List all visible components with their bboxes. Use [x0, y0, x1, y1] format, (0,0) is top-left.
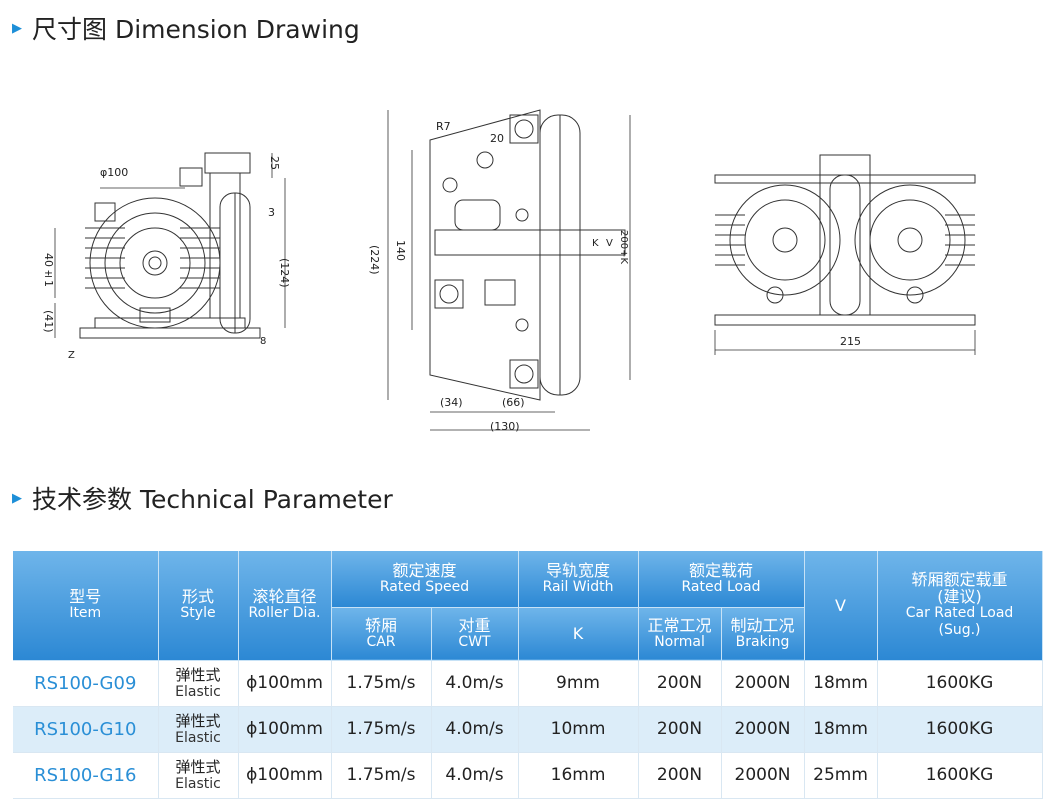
dim-66: (66): [502, 396, 525, 409]
cell-model: RS100-G10: [13, 706, 159, 753]
triangle-marker-icon: ▶: [12, 490, 22, 506]
cell-car-speed: 1.75m/s: [331, 660, 432, 707]
dim-k: K: [592, 238, 599, 249]
header-k: K: [518, 607, 639, 661]
dimension-drawing-side-view: φ100 25 3 (124) 40±1 (41) 8 Z: [40, 138, 291, 368]
dim-3: 3: [268, 206, 275, 219]
technical-parameter-table: 型号 Item 形式 Style 滚轮直径 Roller Dia. 额定速度 R…: [13, 551, 1043, 799]
header-item: 型号 Item: [13, 551, 159, 661]
section-title-text: 尺寸图 Dimension Drawing: [32, 15, 360, 44]
header-car: 轿厢 CAR: [331, 607, 432, 661]
cell-model: RS100-G09: [13, 660, 159, 707]
dimension-drawing-rear-view: 215: [705, 145, 985, 360]
dim-z: Z: [68, 350, 75, 361]
header-v: V: [804, 551, 878, 661]
cell-car-rated-load: 1600KG: [877, 660, 1043, 707]
dim-224: (224): [368, 245, 381, 275]
cell-rail-width: 10mm: [518, 706, 639, 753]
section-title-technical: ▶ 技术参数 Technical Parameter: [12, 480, 393, 516]
dim-20: 20: [490, 132, 504, 145]
dim-40: 40±1: [42, 253, 55, 287]
cell-roller: ϕ100mm: [238, 660, 332, 707]
roller-diameter-label: φ100: [100, 166, 129, 179]
cell-model: RS100-G16: [13, 752, 159, 799]
dim-v: V: [606, 238, 613, 249]
header-car-rated-load: 轿厢额定载重 (建议) Car Rated Load (Sug.): [877, 551, 1043, 661]
header-cwt: 对重 CWT: [431, 607, 519, 661]
dimension-drawing-front-view: R7 20 (224) 140 K V 200+K (34) (66) (130…: [360, 100, 650, 440]
dim-140: 140: [394, 240, 407, 261]
dim-215: 215: [840, 335, 861, 348]
cell-braking-load: 2000N: [721, 706, 805, 753]
cell-braking-load: 2000N: [721, 752, 805, 799]
cell-v: 25mm: [804, 752, 878, 799]
cell-cwt-speed: 4.0m/s: [431, 752, 519, 799]
dim-130: (130): [490, 420, 520, 433]
triangle-marker-icon: ▶: [12, 20, 22, 36]
cell-v: 18mm: [804, 660, 878, 707]
cell-v: 18mm: [804, 706, 878, 753]
cell-roller: ϕ100mm: [238, 752, 332, 799]
header-rated-load: 额定载荷 Rated Load: [638, 551, 805, 608]
dim-8: 8: [260, 336, 267, 347]
header-braking: 制动工况 Braking: [721, 607, 805, 661]
dim-124: (124): [278, 258, 291, 288]
cell-car-speed: 1.75m/s: [331, 706, 432, 753]
cell-car-speed: 1.75m/s: [331, 752, 432, 799]
cell-cwt-speed: 4.0m/s: [431, 660, 519, 707]
dim-200k: 200+K: [618, 230, 629, 265]
dim-34: (34): [440, 396, 463, 409]
cell-normal-load: 200N: [638, 752, 722, 799]
cell-braking-load: 2000N: [721, 660, 805, 707]
cell-cwt-speed: 4.0m/s: [431, 706, 519, 753]
cell-roller: ϕ100mm: [238, 706, 332, 753]
dim-25: 25: [268, 156, 281, 170]
header-rail-width: 导轨宽度 Rail Width: [518, 551, 639, 608]
header-rated-speed: 额定速度 Rated Speed: [331, 551, 519, 608]
section-title-dimension: ▶ 尺寸图 Dimension Drawing: [12, 10, 360, 46]
cell-car-rated-load: 1600KG: [877, 752, 1043, 799]
header-roller: 滚轮直径 Roller Dia.: [238, 551, 332, 661]
cell-rail-width: 16mm: [518, 752, 639, 799]
header-normal: 正常工况 Normal: [638, 607, 722, 661]
cell-rail-width: 9mm: [518, 660, 639, 707]
cell-normal-load: 200N: [638, 706, 722, 753]
dim-41: (41): [42, 310, 55, 333]
cell-normal-load: 200N: [638, 660, 722, 707]
dim-r7: R7: [436, 120, 451, 133]
section-title-text: 技术参数 Technical Parameter: [32, 485, 393, 514]
header-style: 形式 Style: [158, 551, 239, 661]
cell-car-rated-load: 1600KG: [877, 706, 1043, 753]
